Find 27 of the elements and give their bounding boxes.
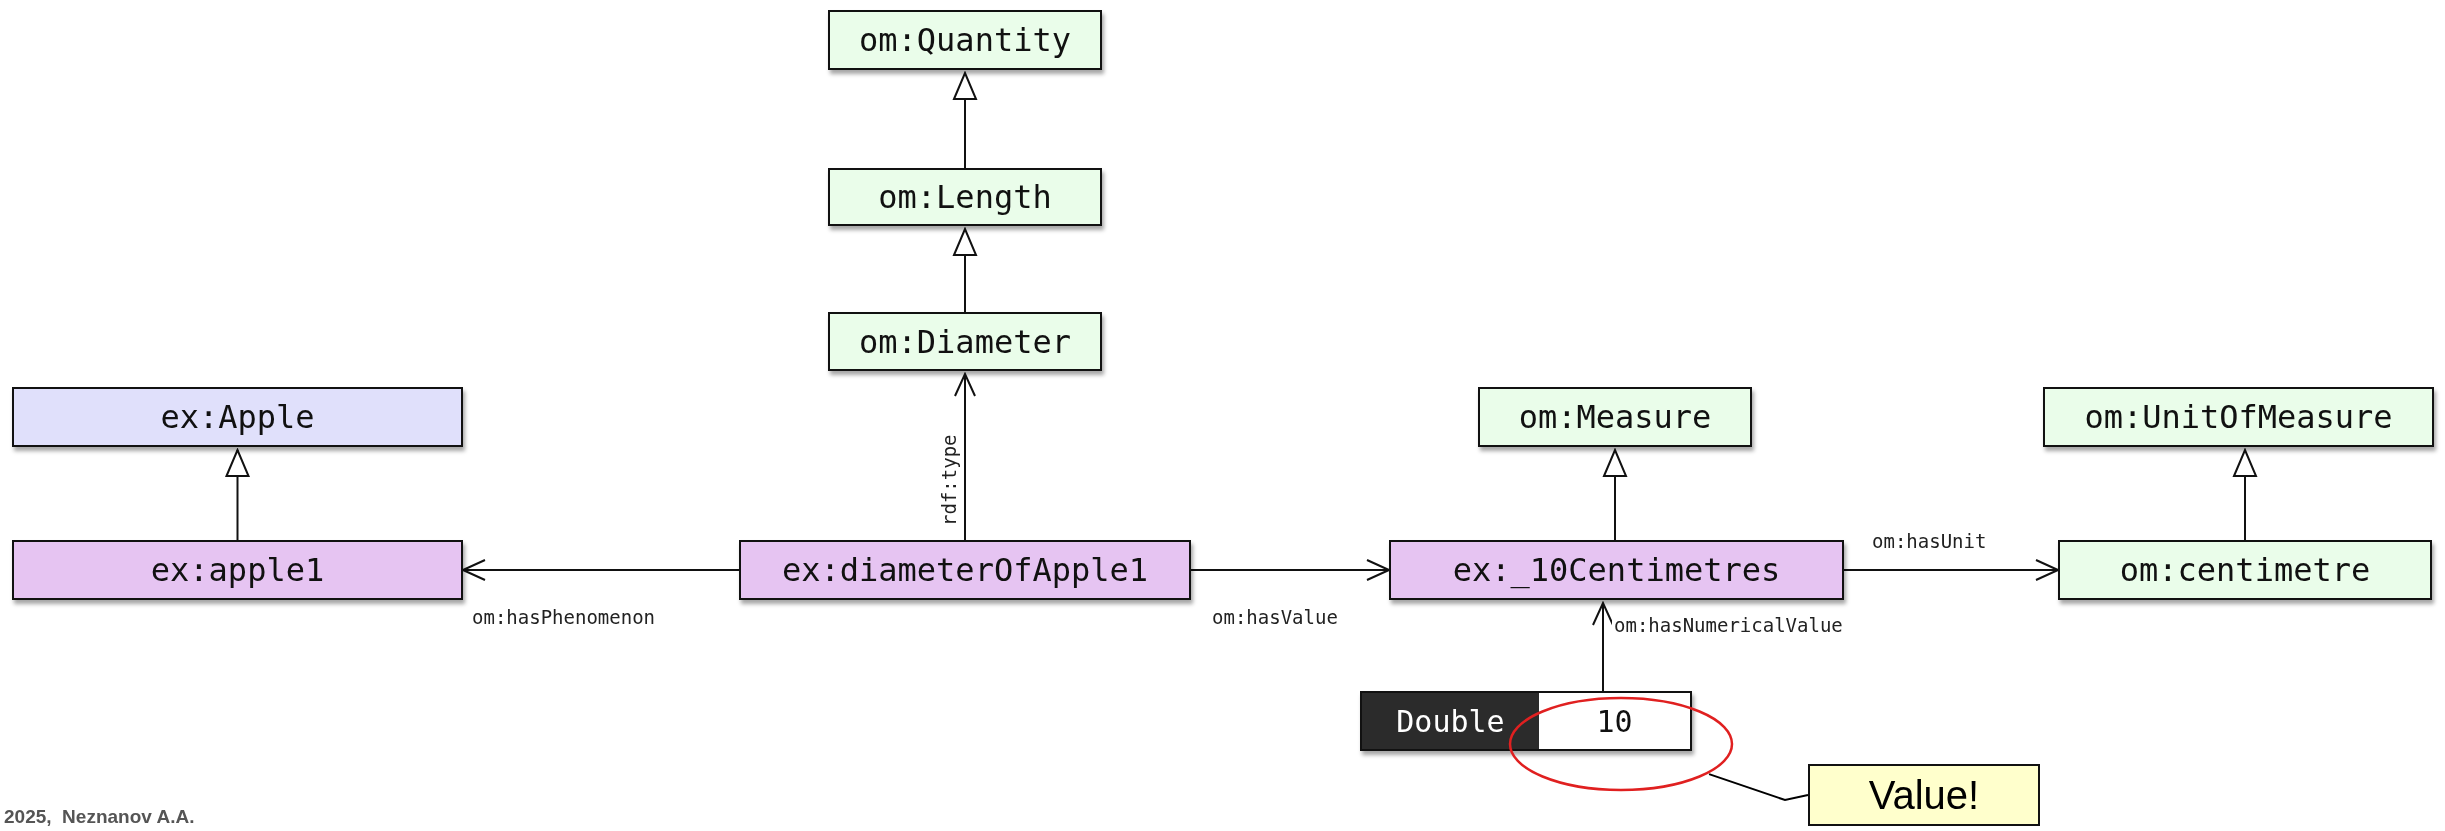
class-box: om:centimetre <box>2058 540 2432 600</box>
class-box: ex:diameterOfApple1 <box>739 540 1191 600</box>
class-box: ex:apple1 <box>12 540 463 600</box>
callout-box: Value! <box>1808 764 2040 826</box>
class-box: om:Diameter <box>828 312 1102 371</box>
arrow <box>1592 602 1614 692</box>
highlight-ellipse <box>1508 696 1734 792</box>
arrow <box>1603 449 1627 541</box>
arrow <box>462 559 740 581</box>
arrow <box>1190 559 1390 581</box>
arrow <box>954 373 976 541</box>
datatype-label: Double <box>1362 693 1539 749</box>
author-note: 2025, Neznanov A.A. <box>4 806 195 828</box>
class-box: om:UnitOfMeasure <box>2043 387 2434 447</box>
arrow <box>953 228 977 313</box>
literal-value: 10 <box>1539 693 1690 749</box>
class-box: ex:Apple <box>12 387 463 447</box>
class-box: ex:_10Centimetres <box>1389 540 1844 600</box>
literal-box <box>1360 691 1692 751</box>
class-box: om:Quantity <box>828 10 1102 70</box>
class-box: om:Length <box>828 168 1102 226</box>
arrow <box>2233 449 2257 541</box>
class-box: om:Measure <box>1478 387 1752 447</box>
arrow <box>953 72 977 169</box>
arrow <box>1843 559 2059 581</box>
leader-line <box>1708 773 1809 802</box>
arrow <box>225 449 250 541</box>
